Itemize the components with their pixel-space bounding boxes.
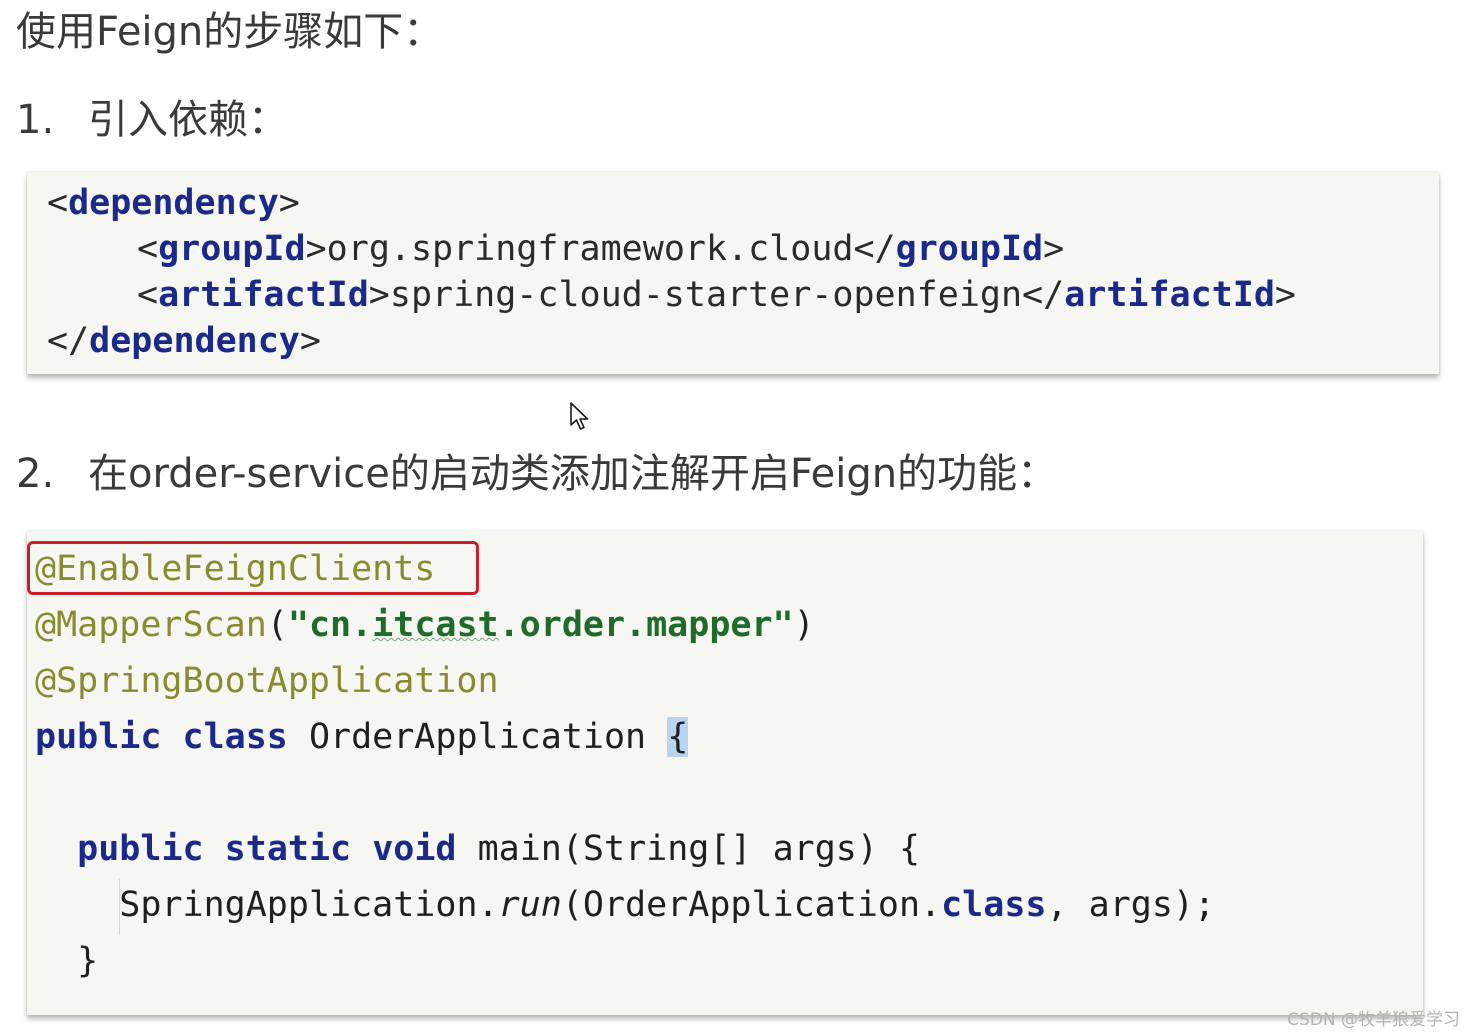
xml-line-artifact-id: <artifactId>spring-cloud-starter-openfei… bbox=[137, 275, 1296, 315]
mapper-pkg-head: cn. bbox=[308, 605, 373, 645]
java-line-spring-boot-application: @SpringBootApplication bbox=[35, 655, 499, 707]
step-1-text: 引入依赖： bbox=[88, 97, 288, 143]
main-signature: main(String[] args) { bbox=[477, 829, 921, 869]
annotation-spring-boot-application: @SpringBootApplication bbox=[35, 661, 499, 701]
xml-tag: groupId bbox=[895, 229, 1044, 269]
java-line-close-brace: } bbox=[35, 941, 99, 981]
java-startup-class-code-block: @EnableFeignClients @MapperScan("cn.itca… bbox=[27, 531, 1423, 1015]
maven-dependency-code-block: <dependency> <groupId>org.springframewor… bbox=[27, 172, 1439, 374]
keyword-void: void bbox=[372, 829, 457, 869]
step-2-number: 2. bbox=[16, 451, 55, 497]
annotation-mapper-scan: @MapperScan bbox=[35, 605, 267, 645]
xml-tag: dependency bbox=[89, 321, 300, 361]
xml-tag: dependency bbox=[68, 183, 279, 223]
run-tail: , args); bbox=[1046, 885, 1216, 925]
watermark: CSDN @牧羊狼爱学习 bbox=[1287, 1010, 1460, 1030]
enable-feign-highlight-box bbox=[27, 541, 479, 595]
xml-tag: artifactId bbox=[1064, 275, 1275, 315]
java-line-mapper-scan: @MapperScan("cn.itcast.order.mapper") bbox=[35, 605, 815, 645]
run-method: run bbox=[498, 885, 562, 925]
step-2-heading: 2. 在order-service的启动类添加注解开启Feign的功能： bbox=[16, 450, 1057, 498]
step-2-text: 在order-service的启动类添加注解开启Feign的功能： bbox=[88, 451, 1058, 497]
java-line-run-call: SpringApplication.run(OrderApplication.c… bbox=[35, 879, 1215, 931]
indent-guide bbox=[119, 879, 120, 935]
mouse-cursor-icon bbox=[570, 402, 589, 430]
run-arg: (OrderApplication. bbox=[561, 885, 942, 925]
xml-value: org.springframework.cloud bbox=[326, 229, 854, 269]
keyword-public: public bbox=[77, 829, 204, 869]
mapper-pkg-mid: itcast bbox=[372, 605, 499, 645]
xml-line-dependency-open: <dependency> bbox=[47, 183, 300, 223]
java-line-enable-feign-clients: @EnableFeignClients bbox=[35, 543, 435, 595]
keyword-class: class bbox=[941, 885, 1047, 925]
xml-line-dependency-close: </dependency> bbox=[47, 321, 321, 361]
xml-value: spring-cloud-starter-openfeign bbox=[389, 275, 1023, 315]
xml-tag: artifactId bbox=[158, 275, 369, 315]
xml-line-group-id: <groupId>org.springframework.cloud</grou… bbox=[137, 229, 1065, 269]
keyword-class: class bbox=[182, 717, 288, 757]
annotation-enable-feign-clients: @EnableFeignClients bbox=[35, 549, 436, 589]
mapper-pkg-tail: .order.mapper bbox=[498, 605, 773, 645]
keyword-static: static bbox=[224, 829, 352, 869]
run-owner: SpringApplication. bbox=[119, 885, 499, 925]
step-1-number: 1. bbox=[16, 97, 55, 143]
step-1-heading: 1. 引入依赖： bbox=[16, 96, 288, 144]
page-title: 使用Feign的步骤如下： bbox=[16, 9, 444, 55]
class-name: OrderApplication bbox=[308, 717, 647, 757]
keyword-public: public bbox=[35, 717, 162, 757]
xml-tag: groupId bbox=[158, 229, 306, 269]
java-line-main-method: public static void main(String[] args) { bbox=[35, 823, 920, 875]
java-line-class-declaration: public class OrderApplication { bbox=[35, 711, 689, 763]
open-brace-highlight: { bbox=[667, 717, 689, 757]
mapper-package-string: "cn.itcast.order.mapper" bbox=[287, 605, 794, 645]
